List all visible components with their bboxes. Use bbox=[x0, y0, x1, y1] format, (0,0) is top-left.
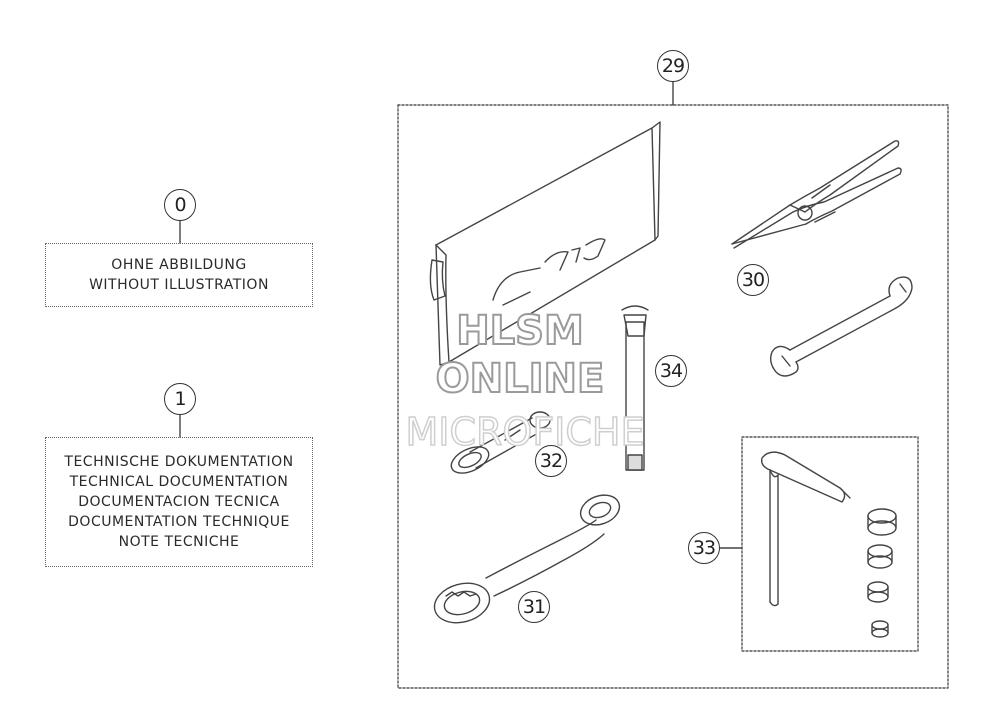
t-handle-drawing bbox=[760, 451, 851, 607]
callout-0: 0 bbox=[164, 189, 196, 221]
callout-31: 31 bbox=[518, 591, 550, 623]
tool-kit-group-frame bbox=[397, 104, 949, 689]
callout-1-number: 1 bbox=[174, 388, 186, 410]
callout-33-number: 33 bbox=[692, 537, 716, 559]
combination-wrench-drawing bbox=[769, 276, 913, 377]
callout-0-number: 0 bbox=[174, 194, 186, 216]
note-box-1: TECHNISCHE DOKUMENTATION TECHNICAL DOCUM… bbox=[45, 437, 313, 567]
callout-30: 30 bbox=[737, 264, 769, 296]
callout-32-number: 32 bbox=[539, 450, 563, 472]
callout-29: 29 bbox=[657, 50, 689, 82]
callout-30-number: 30 bbox=[741, 269, 765, 291]
callout-1: 1 bbox=[164, 383, 196, 415]
callout-34: 34 bbox=[655, 355, 687, 387]
note-1-line-5: NOTE TECNICHE bbox=[118, 534, 240, 550]
note-1-line-1: TECHNISCHE DOKUMENTATION bbox=[64, 454, 294, 470]
socket-set-group-frame bbox=[741, 436, 919, 652]
sockets-drawing bbox=[867, 508, 897, 638]
note-0-line-1: OHNE ABBILDUNG bbox=[111, 257, 247, 273]
callout-34-number: 34 bbox=[659, 360, 683, 382]
callout-29-number: 29 bbox=[661, 55, 685, 77]
pin-punch-drawing bbox=[621, 305, 649, 471]
pliers-drawing bbox=[731, 140, 902, 249]
note-1-line-2: TECHNICAL DOCUMENTATION bbox=[69, 474, 289, 490]
callout-33: 33 bbox=[688, 532, 720, 564]
ring-spanner-drawing bbox=[450, 411, 551, 474]
note-0-line-2: WITHOUT ILLUSTRATION bbox=[89, 277, 269, 293]
callout-32: 32 bbox=[535, 445, 567, 477]
note-box-0: OHNE ABBILDUNG WITHOUT ILLUSTRATION bbox=[45, 243, 313, 307]
tool-bag-drawing bbox=[429, 121, 661, 366]
callout-31-number: 31 bbox=[522, 596, 546, 618]
large-spanner-drawing bbox=[433, 494, 621, 624]
note-1-line-3: DOCUMENTACION TECNICA bbox=[78, 494, 280, 510]
note-1-line-4: DOCUMENTATION TECHNIQUE bbox=[68, 514, 290, 530]
